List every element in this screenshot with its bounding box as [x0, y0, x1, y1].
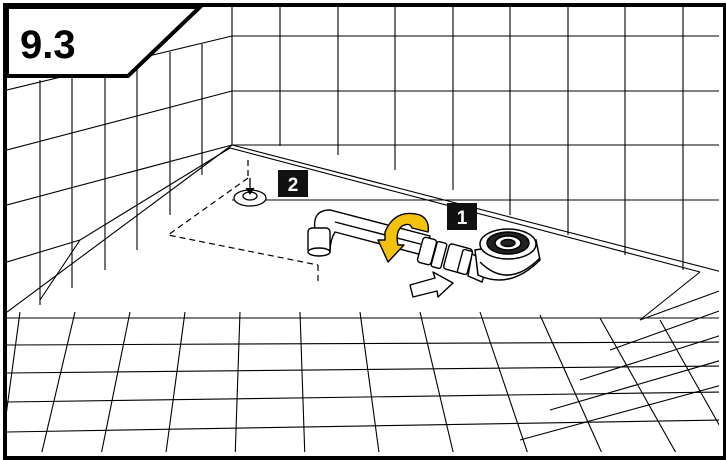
back-wall-tiles	[232, 7, 722, 270]
callout-2-label: 2	[288, 175, 299, 196]
step-number: 9.3	[20, 23, 76, 67]
callout-2: 2	[278, 170, 308, 197]
drain-trap	[475, 229, 540, 280]
drain-hole-icon	[234, 178, 266, 206]
step-number-tab: 9.3	[7, 7, 200, 76]
slide-arrow-icon	[410, 272, 453, 297]
right-floor-tiles	[520, 290, 722, 440]
floor-tiles	[0, 312, 722, 459]
callout-1: 1	[447, 203, 477, 230]
callout-1-label: 1	[457, 208, 468, 229]
